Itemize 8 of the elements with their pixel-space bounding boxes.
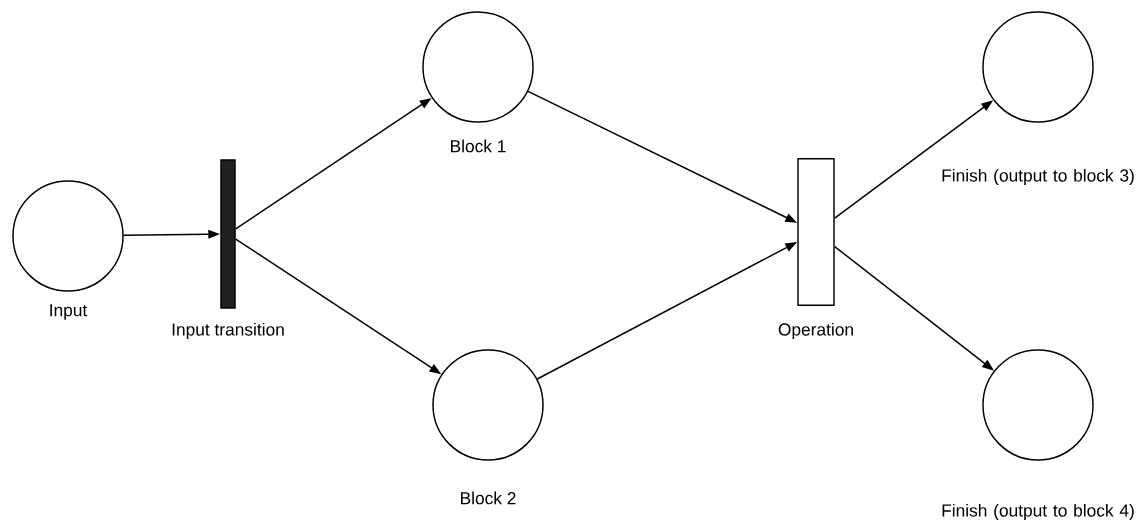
node-label: Finish (output to block 4) xyxy=(942,503,1134,521)
node-label: Operation xyxy=(778,322,853,340)
node-label: Input transition xyxy=(172,322,284,340)
node-label: Block 1 xyxy=(451,139,506,153)
node-label: Input xyxy=(50,304,88,320)
node-label: Block 2 xyxy=(461,491,516,505)
node-label: Finish (output to block 3) xyxy=(942,168,1134,186)
arrow xyxy=(834,245,994,371)
